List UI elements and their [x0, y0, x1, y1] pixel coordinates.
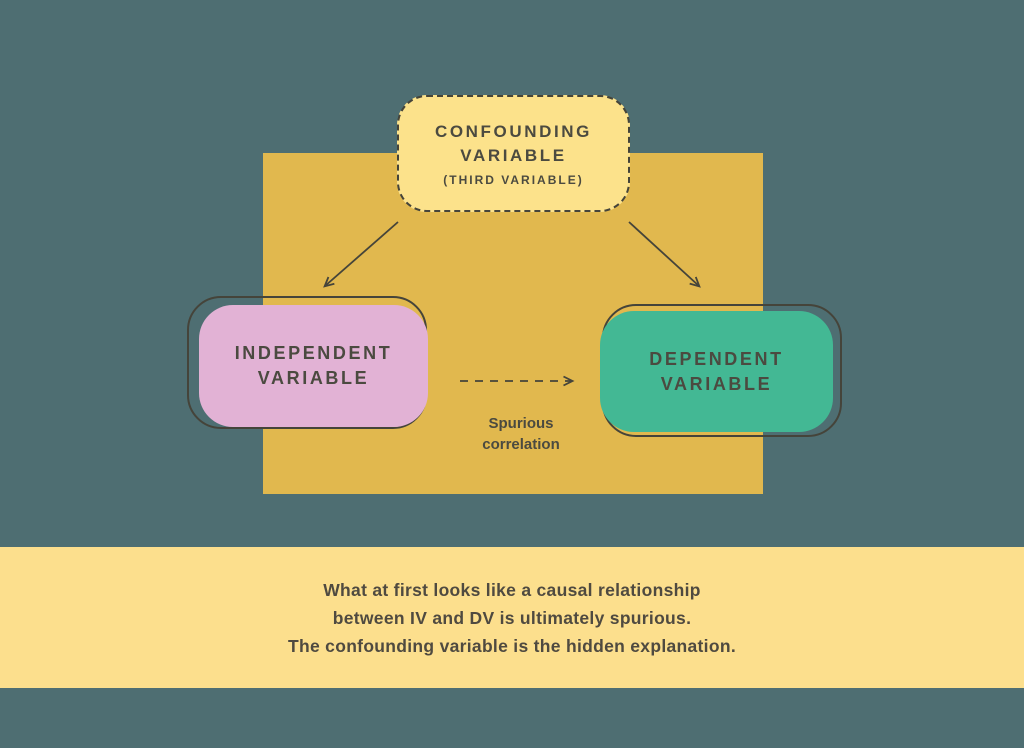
confounding-variable-box: CONFOUNDING VARIABLE (THIRD VARIABLE): [397, 95, 630, 212]
confounding-label-line1: CONFOUNDING: [434, 122, 593, 141]
independent-variable-box: INDEPENDENT VARIABLE: [199, 305, 428, 427]
caption-line-2: between IV and DV is ultimately spurious…: [332, 607, 692, 628]
confounding-label-line2: VARIABLE: [460, 146, 567, 165]
caption-line-1: What at first looks like a causal relati…: [323, 579, 701, 600]
independent-label-line1: INDEPENDENT: [234, 343, 393, 363]
spurious-correlation-label: Spurious correlation: [441, 413, 601, 455]
dependent-variable-box: DEPENDENT VARIABLE: [600, 311, 833, 432]
caption-line-3: The confounding variable is the hidden e…: [288, 635, 736, 656]
independent-label-line2: VARIABLE: [257, 368, 370, 388]
dependent-label-line1: DEPENDENT: [649, 348, 784, 369]
caption-band: What at first looks like a causal relati…: [0, 547, 1024, 688]
dependent-label-line2: VARIABLE: [660, 373, 773, 394]
confounding-sublabel: (THIRD VARIABLE): [443, 173, 584, 187]
spurious-label-line1: Spurious: [488, 415, 554, 432]
spurious-label-line2: correlation: [482, 436, 560, 453]
